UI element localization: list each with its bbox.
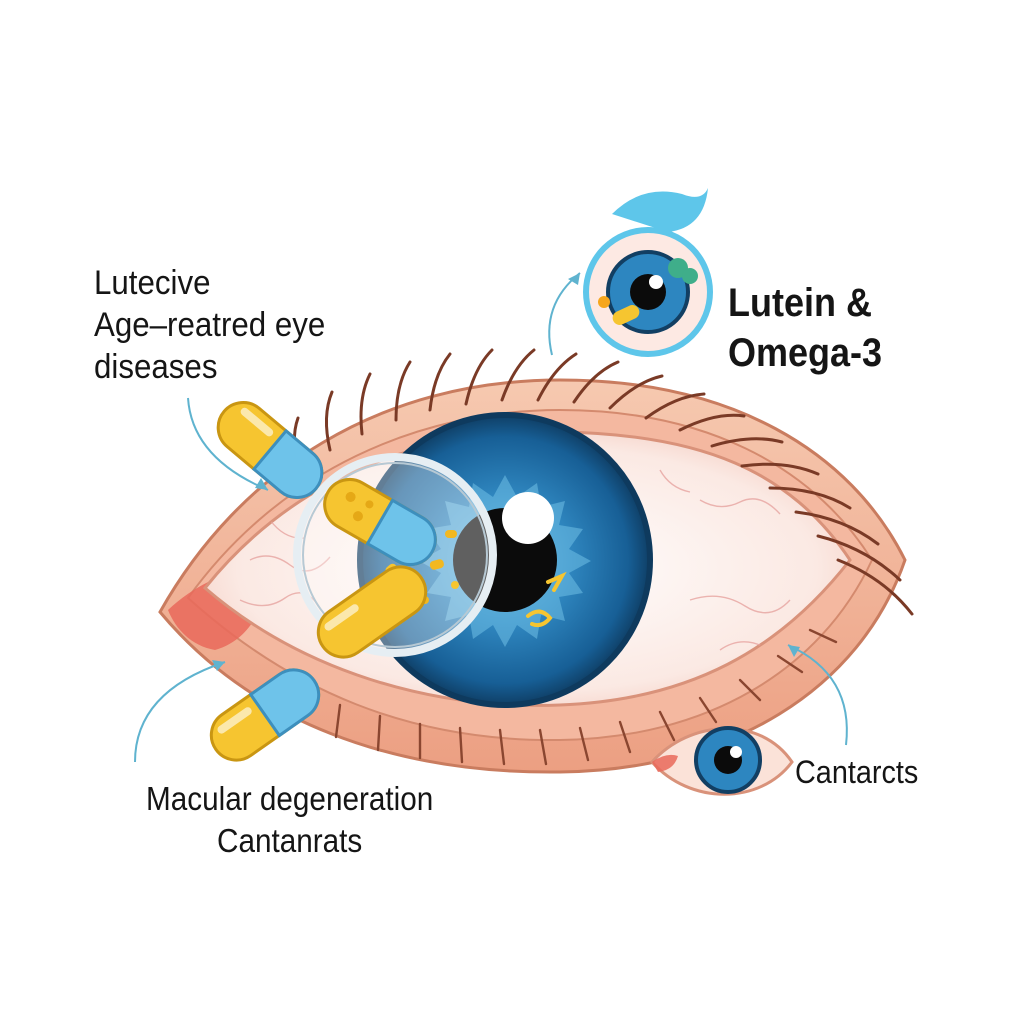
label-line: Lutein & — [728, 281, 872, 325]
lower-lashes — [292, 628, 838, 766]
label-line: Cantarcts — [795, 754, 919, 790]
arrow-bottom-left — [134, 661, 226, 763]
arrow-bottom-right — [787, 644, 848, 746]
upper-lashes — [293, 348, 914, 616]
arrow-top-left — [187, 397, 269, 491]
highlight — [502, 492, 554, 544]
label-line: Omega-3 — [728, 331, 883, 375]
label-line: Age–reatred eye — [94, 306, 326, 344]
label-line: Macular degeneration — [146, 780, 434, 817]
label-top-right: Lutein & Omega-3 — [728, 278, 882, 378]
label-line: Lutecive — [94, 264, 211, 302]
iris-sparkle — [526, 571, 567, 628]
label-line: diseases — [94, 348, 218, 386]
small-eye-icon-top — [583, 188, 713, 357]
capsule-icon-2 — [323, 478, 437, 566]
capsule-icon-3 — [316, 565, 428, 659]
label-line: Cantanrats — [217, 822, 363, 859]
arrow-heads — [212, 273, 800, 671]
capsule-icon-4 — [209, 668, 321, 762]
arrows — [134, 272, 848, 763]
label-bottom-right: Cantarcts — [795, 752, 918, 792]
capsule-icon-1 — [216, 401, 324, 499]
small-eye-icon-bottom — [649, 726, 794, 796]
label-top-left: Lutecive Age–reatred eye diseases — [94, 262, 325, 388]
label-bottom-left: Macular degeneration Cantanrats — [146, 778, 433, 862]
arrow-top-right — [548, 272, 581, 356]
